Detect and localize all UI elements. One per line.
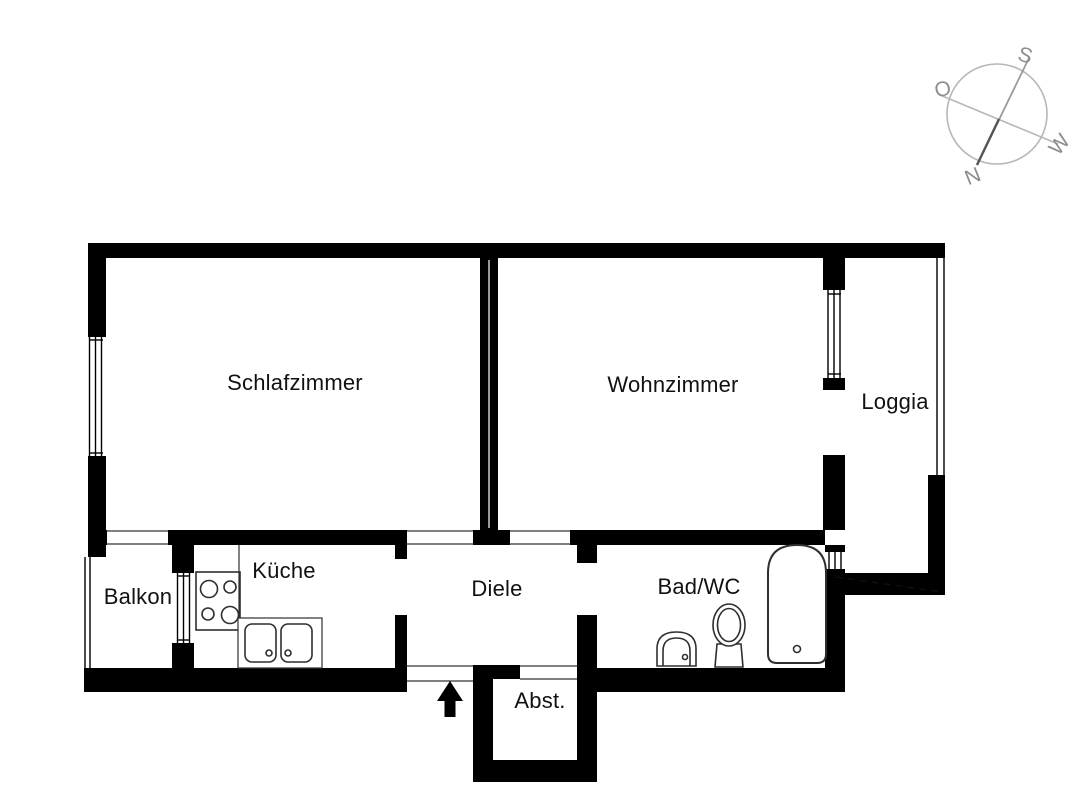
room-label-kueche: Küche — [252, 558, 316, 583]
compass-circle — [946, 63, 1048, 165]
bathtub — [767, 543, 827, 664]
kitchen-double-sink — [237, 617, 323, 669]
washbasin — [656, 631, 697, 667]
entrance-arrow-icon — [437, 681, 463, 717]
room-label-bad-wc: Bad/WC — [657, 574, 741, 599]
room-label-abstellraum: Abst. — [514, 688, 566, 713]
door-diele-wohnzimmer — [510, 530, 570, 545]
wall-abst-bottom — [473, 760, 597, 782]
window-balkon-kueche — [176, 573, 191, 643]
wall-balkon-left-thin — [84, 557, 91, 668]
wall-top — [88, 243, 945, 258]
wall-left-upper — [88, 258, 106, 337]
wall-balkon-kueche-lower — [172, 643, 194, 668]
wall-band-kueche — [168, 530, 407, 545]
wall-diele-bad-lower — [577, 615, 597, 782]
wall-bad-window-cap-top — [825, 545, 845, 552]
wall-abst-left — [473, 665, 493, 782]
wall-band-left — [88, 530, 107, 545]
wall-wohn-loggia-cap2 — [823, 378, 845, 390]
wall-loggia-right-thick — [928, 475, 945, 595]
wall-wohn-loggia-lower — [823, 455, 845, 530]
compass-needle-north — [975, 118, 1001, 166]
wall-balkon-kueche-upper — [172, 545, 194, 573]
windows-and-thin-walls — [84, 258, 945, 668]
stove — [195, 571, 241, 631]
window-bad-loggia — [828, 552, 842, 569]
room-label-diele: Diele — [471, 576, 523, 601]
walls — [84, 243, 945, 782]
wall-bad-bottom — [597, 668, 845, 692]
entrance-opening — [407, 665, 473, 682]
wall-wohn-loggia-cap1 — [823, 282, 845, 290]
wall-band-bad — [570, 530, 825, 545]
wall-kueche-diele-upper — [395, 545, 407, 559]
wall-left-lower — [88, 456, 106, 530]
door-openings — [107, 530, 577, 682]
fixtures — [195, 543, 827, 669]
wall-loggia-right-thin — [936, 258, 945, 475]
door-schlafzimmer-balkon — [107, 530, 168, 545]
room-label-schlafzimmer: Schlafzimmer — [227, 370, 363, 395]
door-abstellraum — [520, 665, 577, 680]
room-label-wohnzimmer: Wohnzimmer — [607, 372, 739, 397]
room-label-loggia: Loggia — [861, 389, 929, 414]
wall-balkon-top-block — [88, 545, 106, 557]
wall-bad-right — [825, 577, 845, 668]
loggia-dashed-line — [835, 576, 943, 593]
window-schlafzimmer — [88, 337, 103, 456]
wall-kueche-diele-lower — [395, 615, 407, 668]
wall-bottom-left — [84, 668, 407, 692]
window-wohnzimmer-loggia — [827, 290, 841, 378]
wall-diele-bad-upper — [577, 545, 597, 563]
wall-wohn-loggia-top — [823, 258, 845, 288]
door-diele-schlafzimmer — [407, 530, 473, 545]
room-label-balkon: Balkon — [103, 584, 173, 609]
compass-rose-icon — [939, 57, 1059, 166]
wall-band-mid — [473, 530, 510, 545]
toilet — [712, 603, 746, 668]
